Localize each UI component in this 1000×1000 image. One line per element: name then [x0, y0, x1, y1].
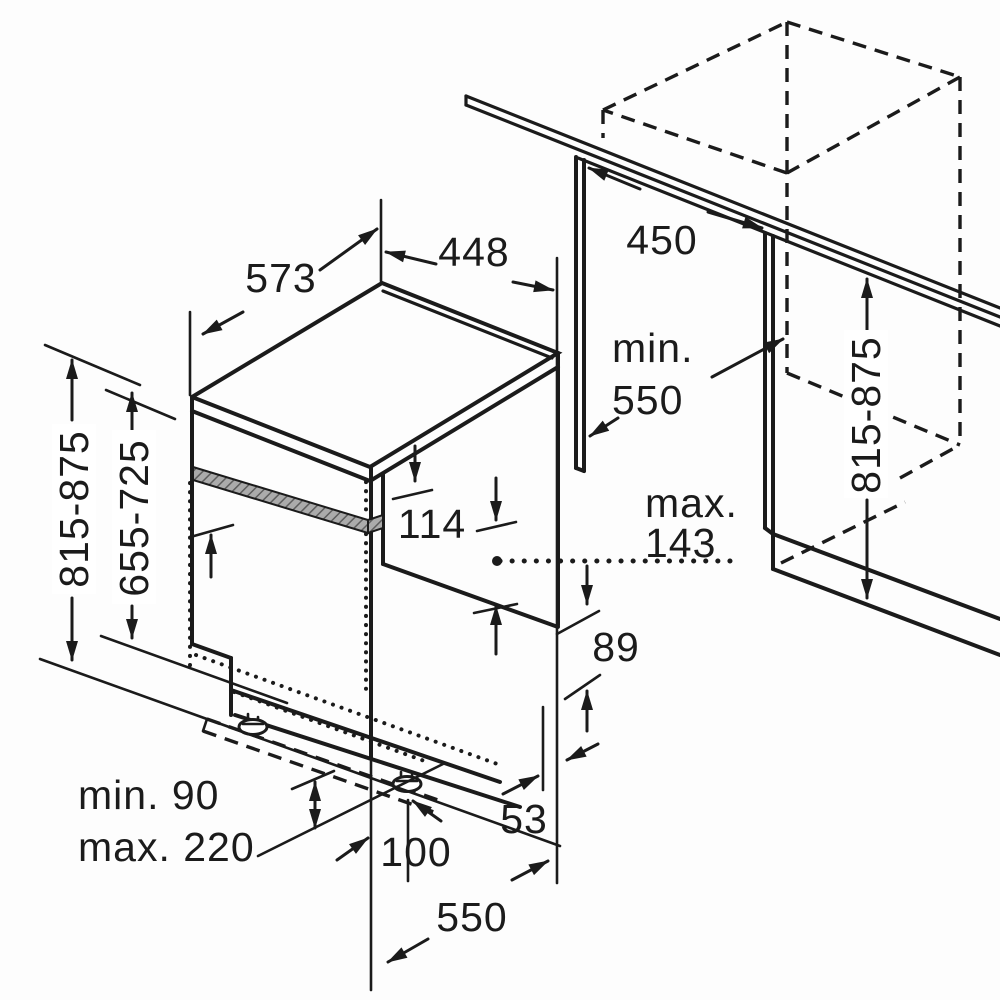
dim-label-fascia-height: 114 — [398, 501, 466, 547]
dim-label-foot-offset: 100 — [380, 829, 451, 875]
dim-label-door-panel-height: 655-725 — [111, 439, 157, 596]
dimension-lines — [66, 166, 873, 964]
dim-label-top-width: 448 — [438, 229, 509, 275]
control-panel-strip — [192, 465, 384, 535]
dim-label-niche-width: 450 — [626, 217, 697, 263]
niche-dashed-outline — [601, 20, 962, 565]
dim-label-bottom-gap: 89 — [592, 624, 640, 670]
dim-label-front-offset: 53 — [500, 796, 548, 842]
dim-label-base-depth: 550 — [436, 894, 507, 940]
dim-label-niche-depth-word: min. — [612, 325, 693, 371]
niche-plinth — [771, 532, 1000, 657]
floor-reference-lines — [38, 634, 562, 858]
dishwasher-base — [188, 480, 522, 814]
dim-label-hinge-max-word: max. — [645, 480, 738, 526]
niche-right-wall — [763, 231, 775, 536]
dim-label-plinth-min: min. 90 — [78, 772, 219, 818]
dimension-labels: 573 448 450 min. 550 max. 143 114 89 53 … — [51, 217, 889, 940]
dim-label-height-right: 815-875 — [843, 336, 889, 493]
dim-label-plinth-max: max. 220 — [78, 824, 255, 870]
niche-left-wall — [574, 155, 586, 473]
dim-label-hinge-max-value: 143 — [645, 520, 716, 566]
dim-label-niche-depth-value: 550 — [612, 377, 683, 423]
counter-worktop — [464, 94, 1000, 328]
dim-label-height-left: 815-875 — [51, 430, 97, 587]
dim-label-top-depth: 573 — [245, 255, 316, 301]
extension-lines — [43, 198, 559, 992]
